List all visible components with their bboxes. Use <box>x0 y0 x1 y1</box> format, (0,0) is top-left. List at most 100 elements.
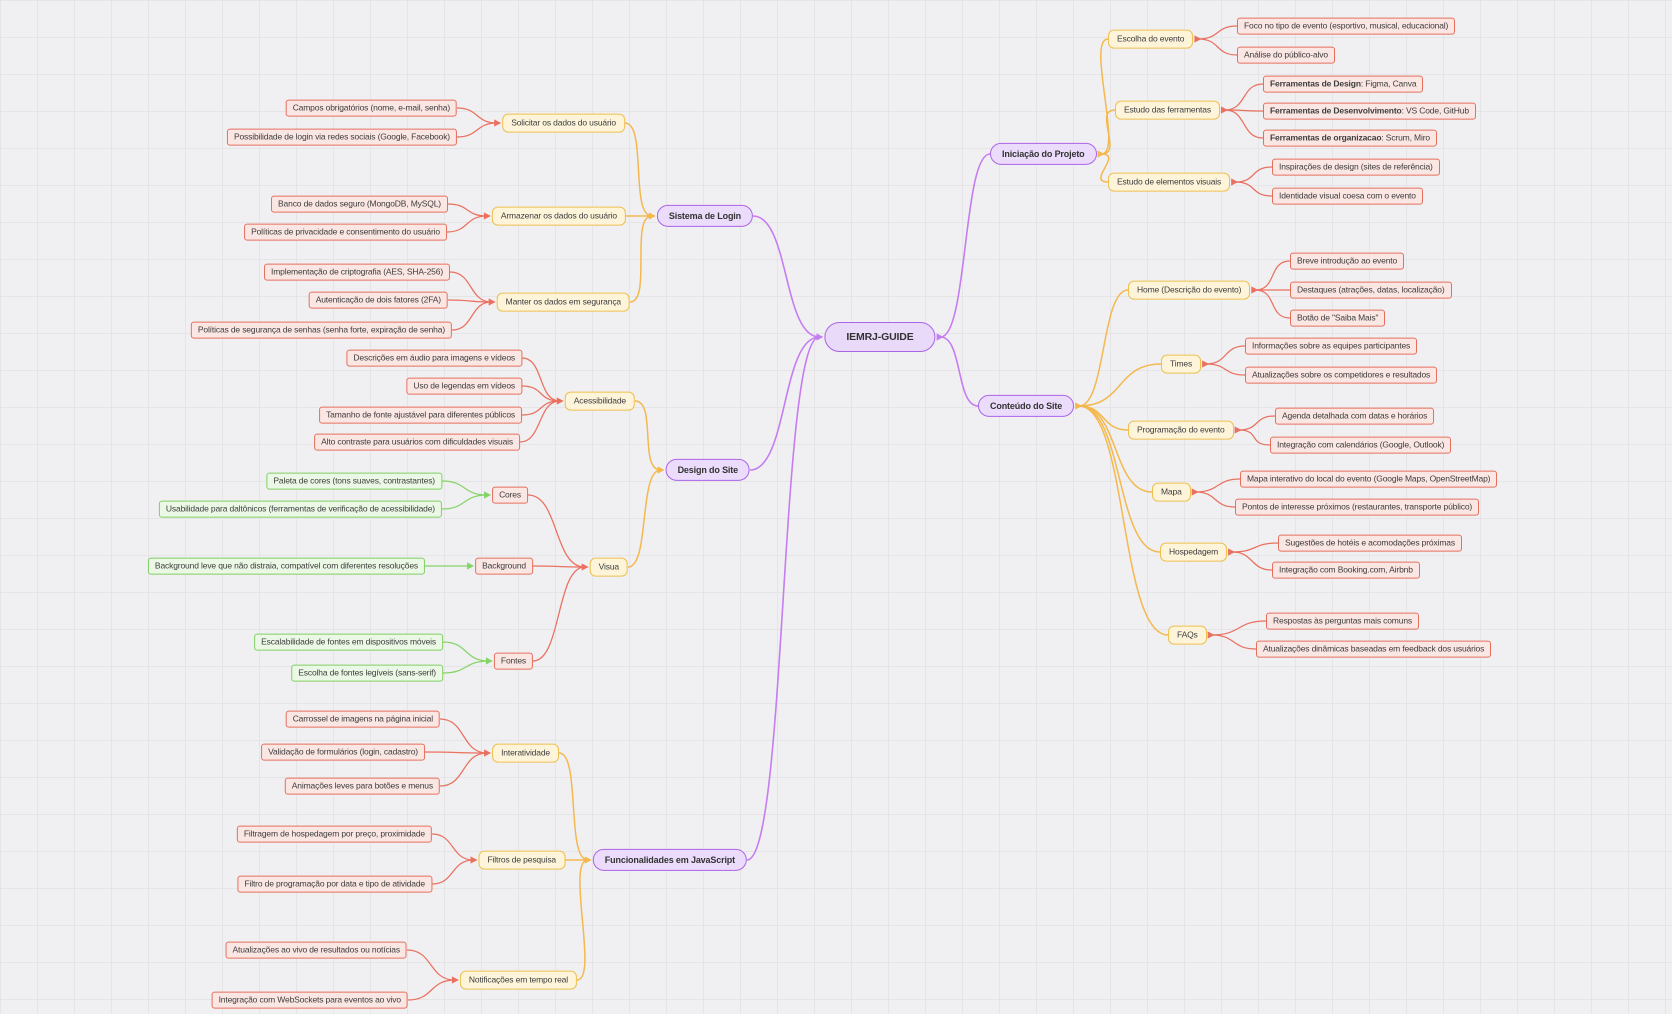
edge-arrowhead <box>581 563 589 571</box>
node-integracao-booking[interactable]: Integração com Booking.com, Airbnb <box>1272 561 1420 579</box>
node-alto-contraste[interactable]: Alto contraste para usuários com dificul… <box>314 433 520 451</box>
node-background-leve[interactable]: Background leve que não distraia, compat… <box>147 557 425 575</box>
node-iniciacao-do-projeto[interactable]: Iniciação do Projeto <box>990 142 1097 166</box>
node-respostas-perguntas[interactable]: Respostas às perguntas mais comuns <box>1266 612 1419 630</box>
node-home-descricao[interactable]: Home (Descrição do evento) <box>1128 280 1251 300</box>
node-filtro-programacao[interactable]: Filtro de programação por data e tipo de… <box>237 875 432 893</box>
edge-filtro-programacao <box>431 859 474 885</box>
edge-arrowhead <box>1202 360 1210 368</box>
node-ferramentas-design[interactable]: Ferramentas de Design: Figma, Canva <box>1263 75 1424 93</box>
node-destaques[interactable]: Destaques (atrações, datas, localização) <box>1290 281 1452 299</box>
node-login-redes-sociais[interactable]: Possibilidade de login via redes sociais… <box>226 128 457 146</box>
node-atualizacoes-ao-vivo[interactable]: Atualizações ao vivo de resultados ou no… <box>225 941 407 959</box>
node-atualizacoes-competidores[interactable]: Atualizações sobre os competidores e res… <box>1245 366 1438 384</box>
node-politicas-senhas[interactable]: Políticas de segurança de senhas (senha … <box>190 321 452 339</box>
node-armazenar-dados[interactable]: Armazenar os dados do usuário <box>491 206 626 226</box>
node-analise-publico-alvo[interactable]: Análise do público-alvo <box>1237 46 1335 64</box>
edge-foco-tipo-evento <box>1198 25 1238 40</box>
edge-integracao-calendarios <box>1238 429 1271 446</box>
node-carrossel-imagens[interactable]: Carrossel de imagens na página inicial <box>285 710 440 728</box>
edge-agenda-detalhada <box>1238 415 1276 431</box>
node-tamanho-fonte[interactable]: Tamanho de fonte ajustável para diferent… <box>319 406 522 424</box>
edge-arrowhead <box>470 856 478 864</box>
edge-arrowhead <box>1097 150 1105 158</box>
edge-fontes-legiveis <box>442 660 489 674</box>
node-descricoes-audio[interactable]: Descrições em áudio para imagens e vídeo… <box>346 349 522 367</box>
node-pontos-interesse[interactable]: Pontos de interesse próximos (restaurant… <box>1235 498 1480 516</box>
node-informacoes-equipes[interactable]: Informações sobre as equipes participant… <box>1245 337 1418 355</box>
node-autenticacao-2fa[interactable]: Autenticação de dois fatores (2FA) <box>308 291 448 309</box>
node-hospedagem[interactable]: Hospedagem <box>1160 542 1228 562</box>
node-legendas-videos[interactable]: Uso de legendas em vídeos <box>406 377 522 395</box>
node-banco-dados-seguro[interactable]: Banco de dados seguro (MongoDB, MySQL) <box>271 195 448 213</box>
node-label: : VS Code, GitHub <box>1401 105 1470 116</box>
edge-manter-seguranca <box>629 215 653 303</box>
node-label-bold: Ferramentas de Desenvolvimento <box>1270 105 1402 116</box>
edge-arrowhead <box>451 976 459 984</box>
node-mapa[interactable]: Mapa <box>1152 482 1191 502</box>
node-times[interactable]: Times <box>1161 354 1202 374</box>
node-notificacoes-tempo-real[interactable]: Notificações em tempo real <box>459 970 577 990</box>
edge-arrowhead <box>556 397 564 405</box>
node-animacoes-leves[interactable]: Animações leves para botões e menus <box>284 777 440 795</box>
node-integracao-calendarios[interactable]: Integração com calendários (Google, Outl… <box>1270 436 1452 454</box>
edge-tamanho-fonte <box>521 400 560 416</box>
node-sistema-de-login[interactable]: Sistema de Login <box>656 204 753 228</box>
edge-arrowhead <box>657 466 665 474</box>
edge-arrowhead <box>1075 402 1083 410</box>
node-interatividade[interactable]: Interatividade <box>492 743 559 763</box>
node-design-do-site[interactable]: Design do Site <box>665 458 750 482</box>
node-escalabilidade-fontes[interactable]: Escalabilidade de fontes em dispositivos… <box>254 633 443 651</box>
node-fontes-legiveis[interactable]: Escolha de fontes legíveis (sans-serif) <box>291 664 443 682</box>
node-ferramentas-organizacao[interactable]: Ferramentas de organizacao: Scrum, Miro <box>1263 129 1437 147</box>
node-cores[interactable]: Cores <box>492 486 528 504</box>
node-programacao-do-evento[interactable]: Programação do evento <box>1128 420 1234 440</box>
node-conteudo-do-site[interactable]: Conteúdo do Site <box>978 394 1075 418</box>
node-root[interactable]: IEMRJ-GUIDE <box>824 321 936 353</box>
edge-arrowhead <box>485 657 493 665</box>
node-foco-tipo-evento[interactable]: Foco no tipo de evento (esportivo, music… <box>1237 17 1456 35</box>
node-usabilidade-daltonicos[interactable]: Usabilidade para daltônicos (ferramentas… <box>158 500 442 518</box>
node-solicitar-dados[interactable]: Solicitar os dados do usuário <box>502 113 625 133</box>
edge-design-do-site <box>749 336 820 471</box>
edge-arrowhead <box>484 749 492 757</box>
node-integracao-websockets[interactable]: Integração com WebSockets para eventos a… <box>211 991 408 1009</box>
edge-ferramentas-design <box>1224 83 1264 111</box>
edge-arrowhead <box>1194 35 1202 43</box>
node-fontes[interactable]: Fontes <box>493 652 533 670</box>
node-funcionalidades-js[interactable]: Funcionalidades em JavaScript <box>592 848 747 872</box>
node-mapa-interativo[interactable]: Mapa interativo do local do evento (Goog… <box>1240 470 1498 488</box>
node-estudo-elementos-visuais[interactable]: Estudo de elementos visuais <box>1108 172 1231 192</box>
node-sugestoes-hoteis[interactable]: Sugestões de hotéis e acomodações próxim… <box>1278 534 1462 552</box>
node-ferramentas-desenvolvimento[interactable]: Ferramentas de Desenvolvimento: VS Code,… <box>1263 102 1476 120</box>
node-filtros-de-pesquisa[interactable]: Filtros de pesquisa <box>478 850 565 870</box>
edge-autenticacao-2fa <box>447 299 492 303</box>
node-manter-seguranca[interactable]: Manter os dados em segurança <box>496 292 630 312</box>
node-escolha-do-evento[interactable]: Escolha do evento <box>1108 29 1194 49</box>
node-acessibilidade[interactable]: Acessibilidade <box>564 391 635 411</box>
node-filtragem-hospedagem[interactable]: Filtragem de hospedagem por preço, proxi… <box>236 825 432 843</box>
node-atualizacoes-feedback[interactable]: Atualizações dinâmicas baseadas em feedb… <box>1256 640 1492 658</box>
node-criptografia[interactable]: Implementação de criptografia (AES, SHA-… <box>264 263 450 281</box>
node-inspiracoes-design[interactable]: Inspirações de design (sites de referênc… <box>1272 158 1440 176</box>
edge-alto-contraste <box>519 400 560 443</box>
node-breve-introducao[interactable]: Breve introdução ao evento <box>1290 252 1405 270</box>
edge-atualizacoes-ao-vivo <box>406 949 455 981</box>
edge-validacao-formularios <box>424 751 488 754</box>
node-background[interactable]: Background <box>475 557 533 575</box>
node-identidade-visual[interactable]: Identidade visual coesa com o evento <box>1272 187 1423 205</box>
node-paleta-de-cores[interactable]: Paleta de cores (tons suaves, contrastan… <box>266 472 442 490</box>
node-label-bold: Ferramentas de Design <box>1270 78 1361 89</box>
edge-paleta-de-cores <box>441 480 488 496</box>
edge-arrowhead <box>1234 426 1242 434</box>
node-faqs[interactable]: FAQs <box>1168 625 1207 645</box>
edge-visua <box>627 469 661 568</box>
node-validacao-formularios[interactable]: Validação de formulários (login, cadastr… <box>261 743 425 761</box>
node-estudo-ferramentas[interactable]: Estudo das ferramentas <box>1115 100 1220 120</box>
node-politicas-privacidade[interactable]: Políticas de privacidade e consentimento… <box>244 223 447 241</box>
node-botao-saiba-mais[interactable]: Botão de "Saiba Mais" <box>1290 309 1386 327</box>
node-agenda-detalhada[interactable]: Agenda detalhada com datas e horários <box>1275 407 1435 425</box>
node-campos-obrigatorios[interactable]: Campos obrigatórios (nome, e-mail, senha… <box>285 99 457 117</box>
node-visua[interactable]: Visua <box>589 557 628 577</box>
